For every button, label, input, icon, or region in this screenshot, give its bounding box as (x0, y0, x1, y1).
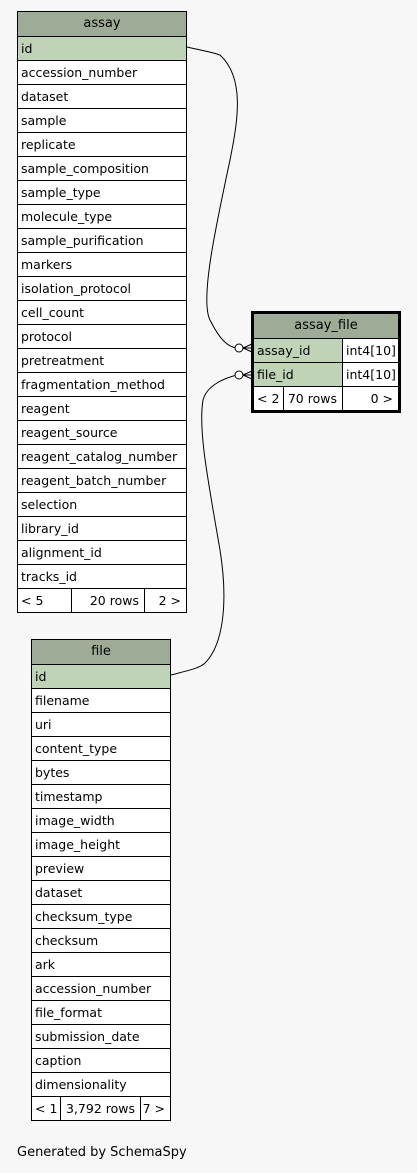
crowfoot-file-id-icon (234, 370, 244, 380)
column-uri[interactable]: uri (32, 712, 170, 736)
column-sample-purification[interactable]: sample_purification (18, 228, 186, 252)
table-assay-file[interactable]: assay_file assay_id int4[10] file_id int… (251, 311, 401, 413)
column-alignment-id[interactable]: alignment_id (18, 540, 186, 564)
table-footer-assay-file: < 2 70 rows 0 > (254, 386, 398, 410)
column-dataset[interactable]: dataset (18, 84, 186, 108)
column-sample[interactable]: sample (18, 108, 186, 132)
column-accession-number[interactable]: accession_number (32, 976, 170, 1000)
edge-assay-file-assay-id (186, 46, 238, 349)
column-id[interactable]: id (18, 36, 186, 60)
column-selection[interactable]: selection (18, 492, 186, 516)
column-type: int4[10] (346, 343, 396, 358)
column-caption[interactable]: caption (32, 1048, 170, 1072)
column-image-height[interactable]: image_height (32, 832, 170, 856)
column-molecule-type[interactable]: molecule_type (18, 204, 186, 228)
parents-count[interactable]: < 1 (32, 1097, 61, 1120)
edge-assay-file-file-id (170, 374, 238, 676)
column-filename[interactable]: filename (32, 688, 170, 712)
column-type: int4[10] (346, 367, 396, 382)
table-header-assay-file[interactable]: assay_file (254, 314, 398, 338)
row-count: 70 rows (284, 387, 343, 410)
column-checksum-type[interactable]: checksum_type (32, 904, 170, 928)
column-replicate[interactable]: replicate (18, 132, 186, 156)
column-sample-composition[interactable]: sample_composition (18, 156, 186, 180)
column-file-format[interactable]: file_format (32, 1000, 170, 1024)
column-ark[interactable]: ark (32, 952, 170, 976)
table-header-assay[interactable]: assay (18, 12, 186, 36)
parents-count[interactable]: < 5 (18, 589, 72, 612)
column-bytes[interactable]: bytes (32, 760, 170, 784)
column-name: file_id (254, 363, 343, 386)
column-protocol[interactable]: protocol (18, 324, 186, 348)
column-submission-date[interactable]: submission_date (32, 1024, 170, 1048)
column-assay-id[interactable]: assay_id int4[10] (254, 338, 398, 362)
children-count: 0 > (370, 391, 393, 406)
row-count: 3,792 rows (61, 1097, 141, 1120)
parents-count[interactable]: < 2 (254, 387, 284, 410)
column-isolation-protocol[interactable]: isolation_protocol (18, 276, 186, 300)
column-id[interactable]: id (32, 664, 170, 688)
column-timestamp[interactable]: timestamp (32, 784, 170, 808)
table-footer-file: < 1 3,792 rows 7 > (32, 1096, 170, 1120)
column-file-id[interactable]: file_id int4[10] (254, 362, 398, 386)
column-fragmentation-method[interactable]: fragmentation_method (18, 372, 186, 396)
column-dataset[interactable]: dataset (32, 880, 170, 904)
column-cell-count[interactable]: cell_count (18, 300, 186, 324)
children-count[interactable]: 2 > (158, 593, 181, 608)
crowfoot-assay-id-icon (234, 343, 244, 353)
column-name: assay_id (254, 339, 343, 362)
row-count: 20 rows (72, 589, 145, 612)
column-accession-number[interactable]: accession_number (18, 60, 186, 84)
children-count[interactable]: 7 > (142, 1101, 165, 1116)
column-reagent-source[interactable]: reagent_source (18, 420, 186, 444)
column-reagent[interactable]: reagent (18, 396, 186, 420)
column-markers[interactable]: markers (18, 252, 186, 276)
table-footer-assay: < 5 20 rows 2 > (18, 588, 186, 612)
column-image-width[interactable]: image_width (32, 808, 170, 832)
column-preview[interactable]: preview (32, 856, 170, 880)
column-content-type[interactable]: content_type (32, 736, 170, 760)
generated-by-caption: Generated by SchemaSpy (17, 1145, 187, 1160)
column-reagent-batch-number[interactable]: reagent_batch_number (18, 468, 186, 492)
column-tracks-id[interactable]: tracks_id (18, 564, 186, 588)
column-pretreatment[interactable]: pretreatment (18, 348, 186, 372)
column-reagent-catalog-number[interactable]: reagent_catalog_number (18, 444, 186, 468)
column-checksum[interactable]: checksum (32, 928, 170, 952)
column-library-id[interactable]: library_id (18, 516, 186, 540)
table-header-file[interactable]: file (32, 640, 170, 664)
column-dimensionality[interactable]: dimensionality (32, 1072, 170, 1096)
column-sample-type[interactable]: sample_type (18, 180, 186, 204)
